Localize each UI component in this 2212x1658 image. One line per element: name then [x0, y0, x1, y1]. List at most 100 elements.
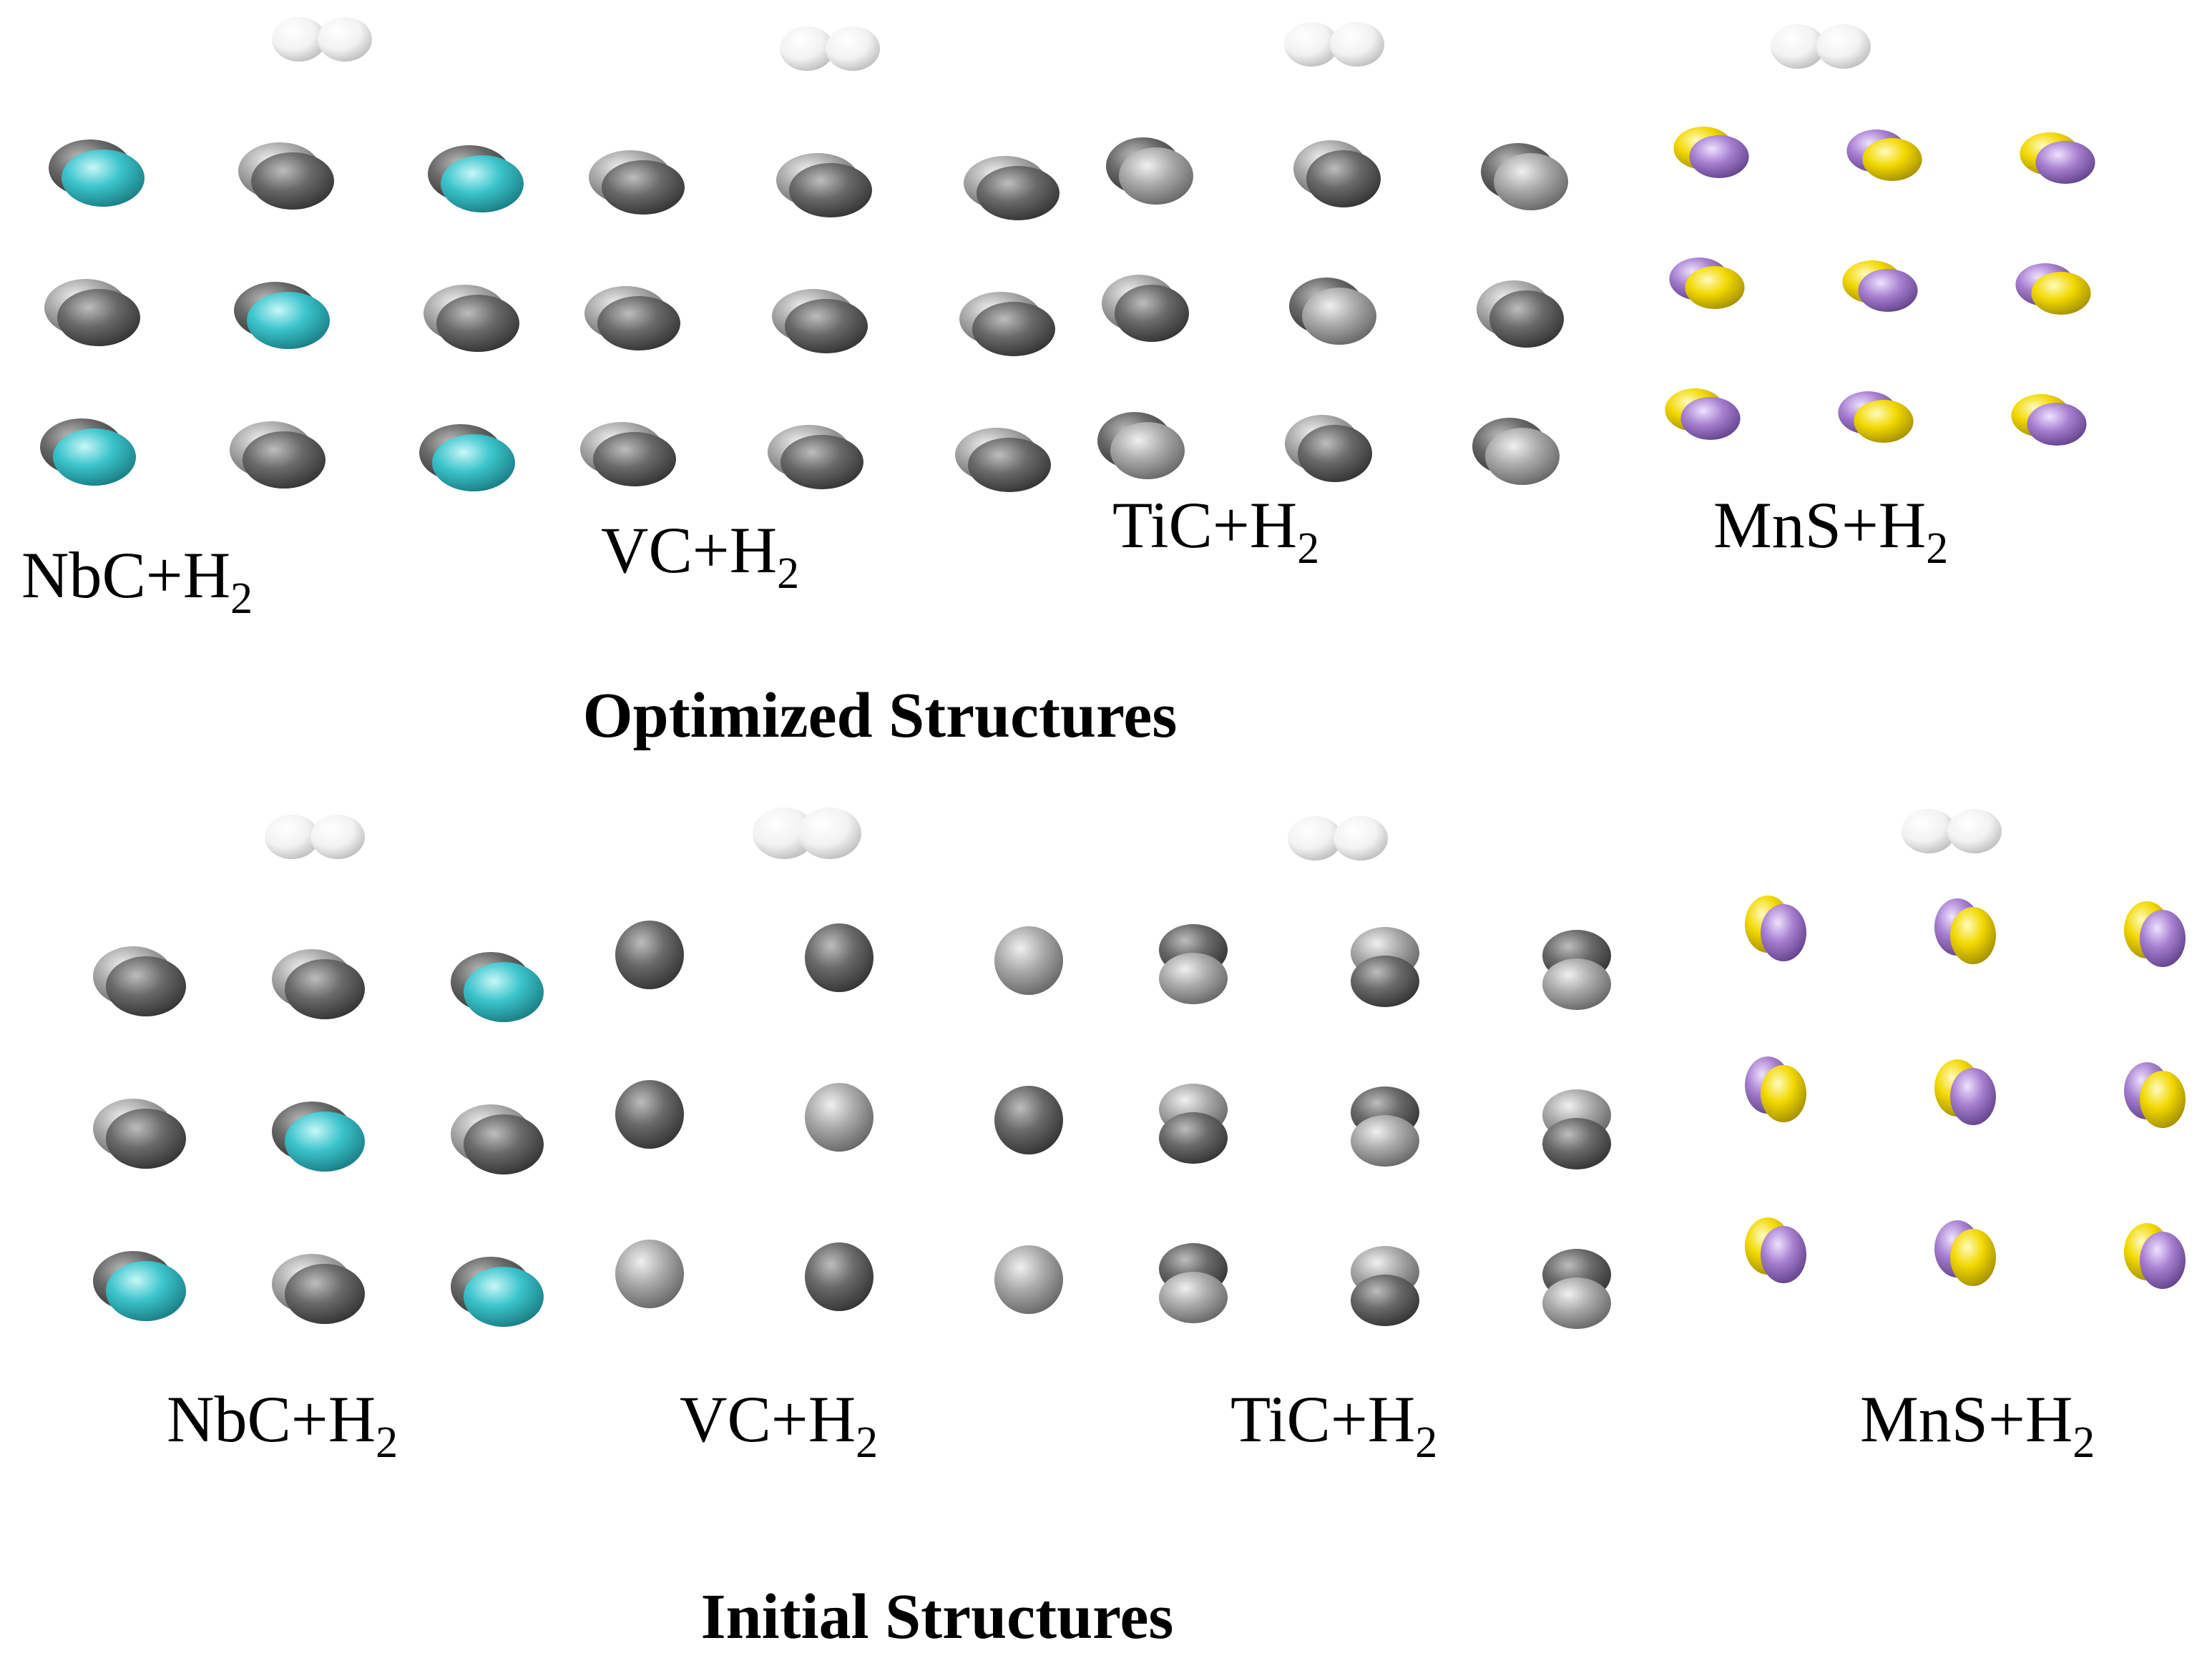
atom	[1351, 1275, 1419, 1326]
atom	[597, 296, 680, 350]
optimized-panel-tic: TiC+H2	[1097, 21, 1568, 573]
atom	[1485, 428, 1560, 485]
atom	[285, 959, 365, 1019]
initial-section-title: Initial Structures	[701, 1581, 1174, 1652]
atom	[285, 1112, 365, 1172]
atom-grid	[1745, 896, 2186, 1289]
atom	[251, 152, 334, 210]
atom	[972, 302, 1055, 356]
panel-label: NbC+H2	[21, 539, 253, 623]
hydrogen-atom	[1288, 815, 1342, 861]
atom	[1302, 288, 1376, 345]
atom	[1542, 1118, 1611, 1169]
atom	[2140, 1071, 2186, 1128]
panel-label: VC+H2	[601, 514, 799, 598]
hydrogen-atom	[1333, 815, 1388, 861]
atom	[1159, 953, 1228, 1004]
atom	[441, 155, 524, 212]
hydrogen-atom	[1771, 24, 1825, 69]
panel-label: MnS+H2	[1860, 1383, 2095, 1467]
atom	[1680, 397, 1741, 440]
atom	[243, 431, 326, 489]
atom	[464, 1114, 544, 1174]
initial-panel-nbc: NbC+H2	[93, 814, 544, 1467]
atom	[1950, 1068, 1996, 1125]
panel-label: MnS+H2	[1713, 489, 1948, 573]
optimized-panel-vc: VC+H2	[580, 26, 1059, 598]
h2-molecule	[753, 807, 861, 860]
atom	[1489, 290, 1564, 348]
atom	[805, 1083, 873, 1152]
atom	[1862, 138, 1922, 181]
atom	[1298, 425, 1372, 482]
atom	[247, 292, 330, 349]
atom	[1115, 285, 1189, 342]
atom	[1761, 904, 1806, 961]
atom	[968, 438, 1051, 492]
atom-grid	[93, 946, 544, 1327]
atom	[436, 295, 519, 352]
atom-grid	[615, 921, 1063, 1314]
atom	[780, 435, 863, 489]
initial-panel-tic: TiC+H2	[1159, 815, 1611, 1467]
atom	[1351, 956, 1419, 1007]
atom	[1685, 266, 1745, 309]
hydrogen-atom	[1947, 808, 2002, 854]
hydrogen-atom	[780, 26, 834, 72]
hydrogen-atom	[1902, 808, 1956, 854]
hydrogen-atom	[318, 16, 372, 62]
atom	[1351, 1115, 1419, 1167]
panel-label: VC+H2	[680, 1383, 878, 1467]
initial-panel-vc: VC+H2	[615, 807, 1063, 1467]
atom	[1854, 400, 1914, 443]
hydrogen-atom	[826, 26, 880, 72]
atom	[53, 428, 136, 486]
atom	[106, 1109, 186, 1169]
atom	[1494, 153, 1568, 210]
optimized-panel-mns: MnS+H2	[1665, 24, 2095, 573]
atom	[285, 1264, 365, 1324]
hydrogen-atom	[1816, 24, 1871, 69]
atom	[615, 1240, 684, 1308]
atom	[464, 1267, 544, 1327]
atom	[2035, 141, 2095, 184]
h2-molecule	[780, 26, 880, 72]
atom	[805, 923, 873, 992]
atom	[432, 434, 515, 491]
h2-molecule	[1902, 808, 2002, 854]
atom	[1110, 422, 1185, 479]
h2-molecule	[1771, 24, 1871, 69]
atom	[1761, 1226, 1806, 1283]
atom	[602, 160, 685, 215]
atom	[593, 432, 676, 486]
initial-section: NbC+H2 VC+H2 TiC+H2 MnS+H2 Initial Struc…	[93, 807, 2186, 1652]
optimized-panel-nbc: NbC+H2	[21, 16, 524, 623]
atom	[106, 1261, 186, 1321]
atom	[1761, 1065, 1806, 1122]
atom-grid	[40, 139, 524, 491]
atom	[1159, 1272, 1228, 1323]
atom-grid	[1665, 127, 2095, 446]
hydrogen-atom	[1330, 21, 1384, 67]
atom-grid	[580, 150, 1059, 492]
atom	[464, 962, 544, 1022]
atom	[615, 1080, 684, 1149]
atom	[994, 926, 1063, 995]
panel-label: TiC+H2	[1230, 1383, 1437, 1467]
atom	[1950, 907, 1996, 964]
atom	[2140, 1232, 2186, 1289]
atom	[1159, 1112, 1228, 1164]
optimized-section: NbC+H2 VC+H2 TiC+H2 MnS+H2 Optimized Str…	[21, 16, 2095, 751]
hydrogen-atom	[1284, 21, 1339, 67]
panel-label: NbC+H2	[167, 1383, 398, 1467]
atom-grid	[1097, 137, 1568, 485]
h2-molecule	[1284, 21, 1384, 67]
atom	[1950, 1229, 1996, 1286]
atom	[977, 166, 1059, 220]
hydrogen-atom	[265, 814, 319, 860]
atom	[789, 163, 872, 217]
hydrogen-atom	[272, 16, 326, 62]
hydrogen-atom	[798, 807, 861, 860]
atom	[2140, 910, 2186, 967]
